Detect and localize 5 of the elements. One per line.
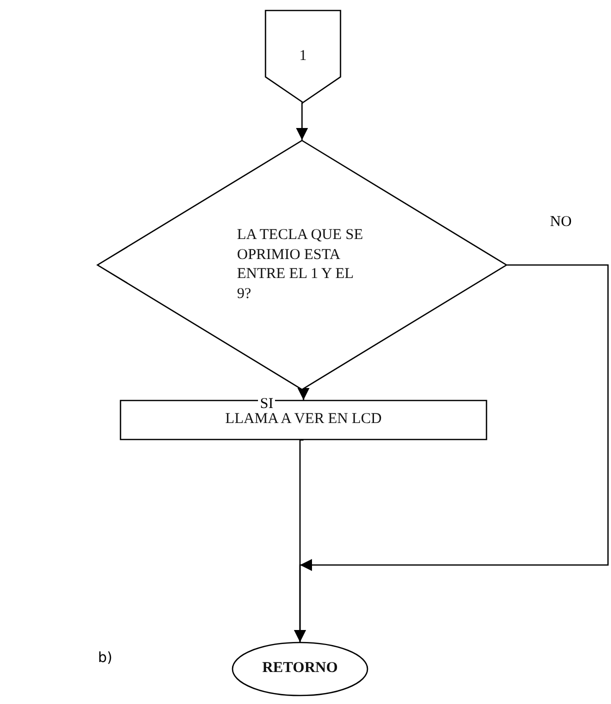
node-label: LLAMA A VER EN LCD [224,410,383,430]
node-label: 1 [298,46,308,66]
panel-label: b) [96,650,114,666]
node-label: RETORNO [261,659,339,678]
decision-text: LA TECLA QUE SE OPRIMIO ESTA ENTRE EL 1 Y EL 9? [237,226,364,304]
